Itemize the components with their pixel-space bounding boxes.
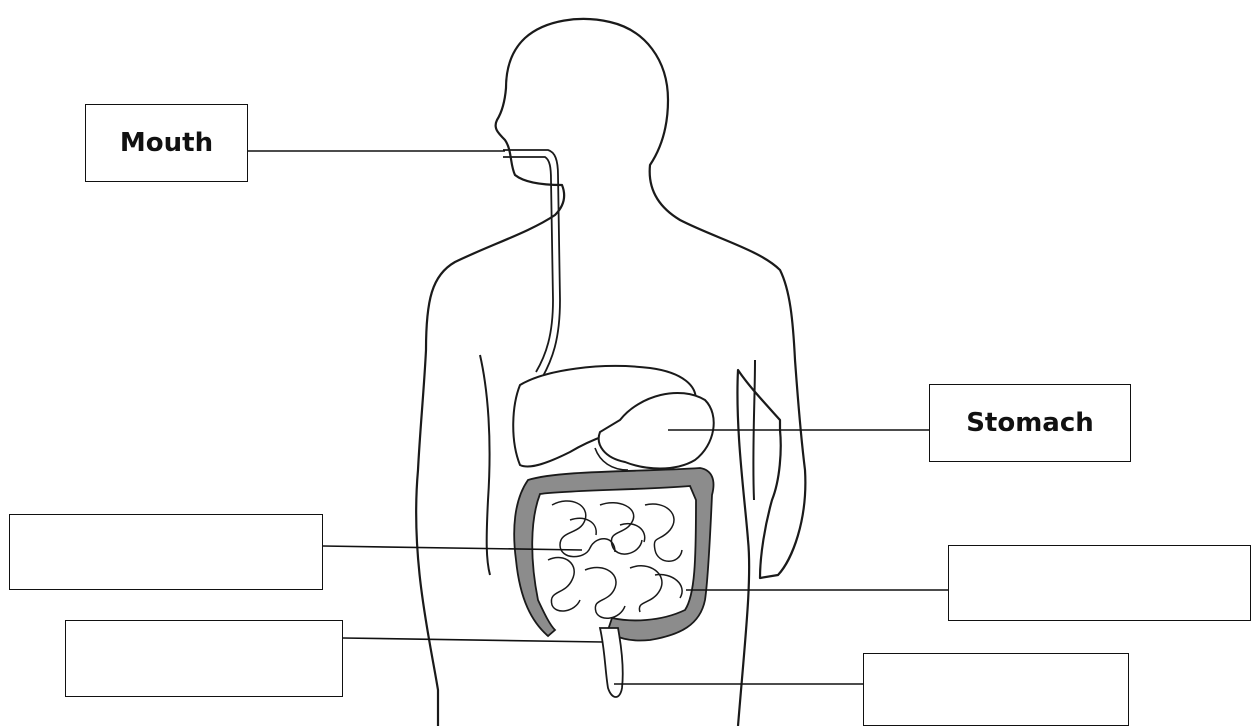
label-box-stomach: Stomach <box>929 384 1131 462</box>
label-stomach: Stomach <box>966 408 1094 438</box>
large-intestine <box>514 468 713 641</box>
left-arm-inner-line <box>480 355 490 575</box>
pointer-left-lower <box>343 638 603 642</box>
blank-label-box-right-lower[interactable] <box>863 653 1129 726</box>
small-intestine <box>548 501 682 618</box>
rectum <box>600 628 623 697</box>
label-mouth: Mouth <box>120 128 213 158</box>
blank-label-box-left-lower[interactable] <box>65 620 343 697</box>
blank-label-box-left-middle[interactable] <box>9 514 323 590</box>
label-box-mouth: Mouth <box>85 104 248 182</box>
blank-label-box-right-middle[interactable] <box>948 545 1251 621</box>
pointer-left-middle <box>323 546 582 550</box>
